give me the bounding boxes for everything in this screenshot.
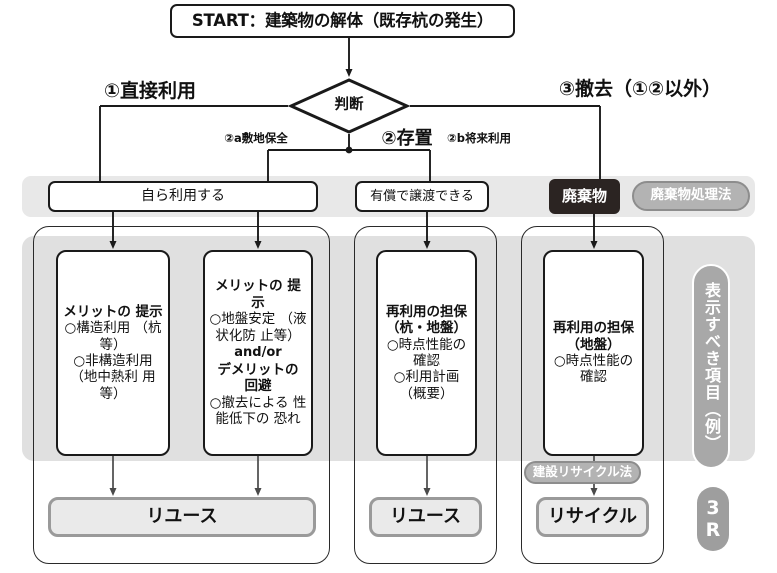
card-heading: 再利用の担保 （杭・地盤） [386,303,467,337]
card-item: ○撤去による 性能低下の 恐れ [209,394,307,428]
card-item: ○利用計画 （概要） [393,369,460,402]
badge-construction-recycling-law: 建設リサイクル法 [524,461,641,484]
side-label-display-items: 表示すべき項目（例） [692,264,730,469]
branch-label-2b-future-use: ②b将来利用 [447,131,511,146]
card-heading: 再利用の担保 （地盤） [553,320,634,353]
card-merit-demerit-ground: メリットの 提示 ○地盤安定 （液状化防 止等） and/or デメリットの 回… [203,250,313,456]
result-reuse-middle: リユース [369,497,482,537]
branch-label-retain: ②存置 [381,128,433,150]
column-container-transfer [354,226,497,564]
card-reuse-assurance-ground: 再利用の担保 （地盤） ○時点性能の 確認 [543,250,644,456]
card-item: ○地盤安定 （液状化防 止等） [209,311,307,344]
branch-label-removal: ③撤去（①②以外） [558,77,722,100]
box-waste: 廃棄物 [549,179,620,214]
card-heading: メリットの 提示 [215,278,301,311]
box-self-use: 自ら利用する [48,181,318,212]
column-container-direct-use [33,226,330,564]
card-item: ○時点性能の 確認 [553,353,634,386]
result-recycle: リサイクル [536,497,649,537]
card-heading: メリットの 提示 [63,303,163,320]
card-heading-secondary: デメリットの 回避 [217,361,299,395]
card-reuse-assurance-pile-ground: 再利用の担保 （杭・地盤） ○時点性能の 確認 ○利用計画 （概要） [376,250,477,456]
box-paid-transfer: 有償で譲渡できる [355,181,489,212]
card-andor-connector: and/or [234,345,282,361]
column-container-waste [521,226,664,564]
decision-diamond [288,78,410,134]
decision-label: 判断 [334,97,364,114]
card-item: ○時点性能の 確認 [386,336,467,369]
card-merit-structural: メリットの 提示 ○構造利用 （杭等） ○非構造利用 （地中熱利 用等） [56,250,170,456]
side-label-3r: 3R [697,487,729,551]
start-box: START：建築物の解体（既存杭の発生） [170,4,515,38]
card-item: ○構造利用 （杭等） [64,320,162,353]
result-reuse-left: リユース [48,497,316,537]
card-item: ○非構造利用 （地中熱利 用等） [70,353,156,402]
branch-label-direct-use: ①直接利用 [103,79,197,102]
branch-label-2a-site-preservation: ②a敷地保全 [224,131,288,146]
badge-waste-management-law: 廃棄物処理法 [632,181,750,211]
